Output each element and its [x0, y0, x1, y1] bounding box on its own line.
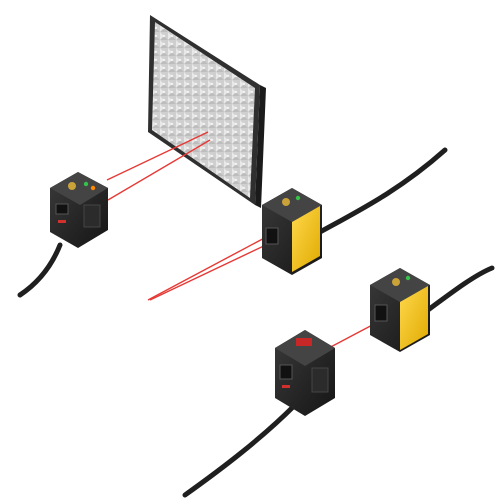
- warning-label: [400, 286, 428, 350]
- beam-through: [324, 321, 379, 351]
- led-green-icon: [295, 195, 301, 201]
- beam-retroreflective: [106, 131, 211, 201]
- beam-diffuse: [147, 234, 271, 301]
- led-green-icon: [83, 181, 89, 187]
- through-beam-emitter-bottom: [182, 330, 335, 498]
- lens: [265, 227, 279, 245]
- led-orange-icon: [90, 185, 96, 191]
- adjust-knob-icon: [392, 278, 400, 286]
- adjust-knob-icon: [282, 198, 290, 206]
- retroreflective-sensor-left: [17, 172, 108, 298]
- led-green-icon: [405, 275, 411, 281]
- cable: [317, 147, 448, 235]
- cable: [425, 265, 495, 313]
- adjust-knob-icon: [68, 182, 76, 190]
- reflector-panel: [148, 15, 266, 208]
- warning-label: [292, 206, 320, 272]
- lens: [279, 364, 293, 380]
- cable: [17, 242, 63, 298]
- cable: [182, 402, 298, 498]
- lens: [55, 203, 69, 215]
- through-beam-receiver-right: [370, 265, 495, 352]
- diffuse-sensor-center: [262, 147, 448, 275]
- lens: [374, 304, 388, 322]
